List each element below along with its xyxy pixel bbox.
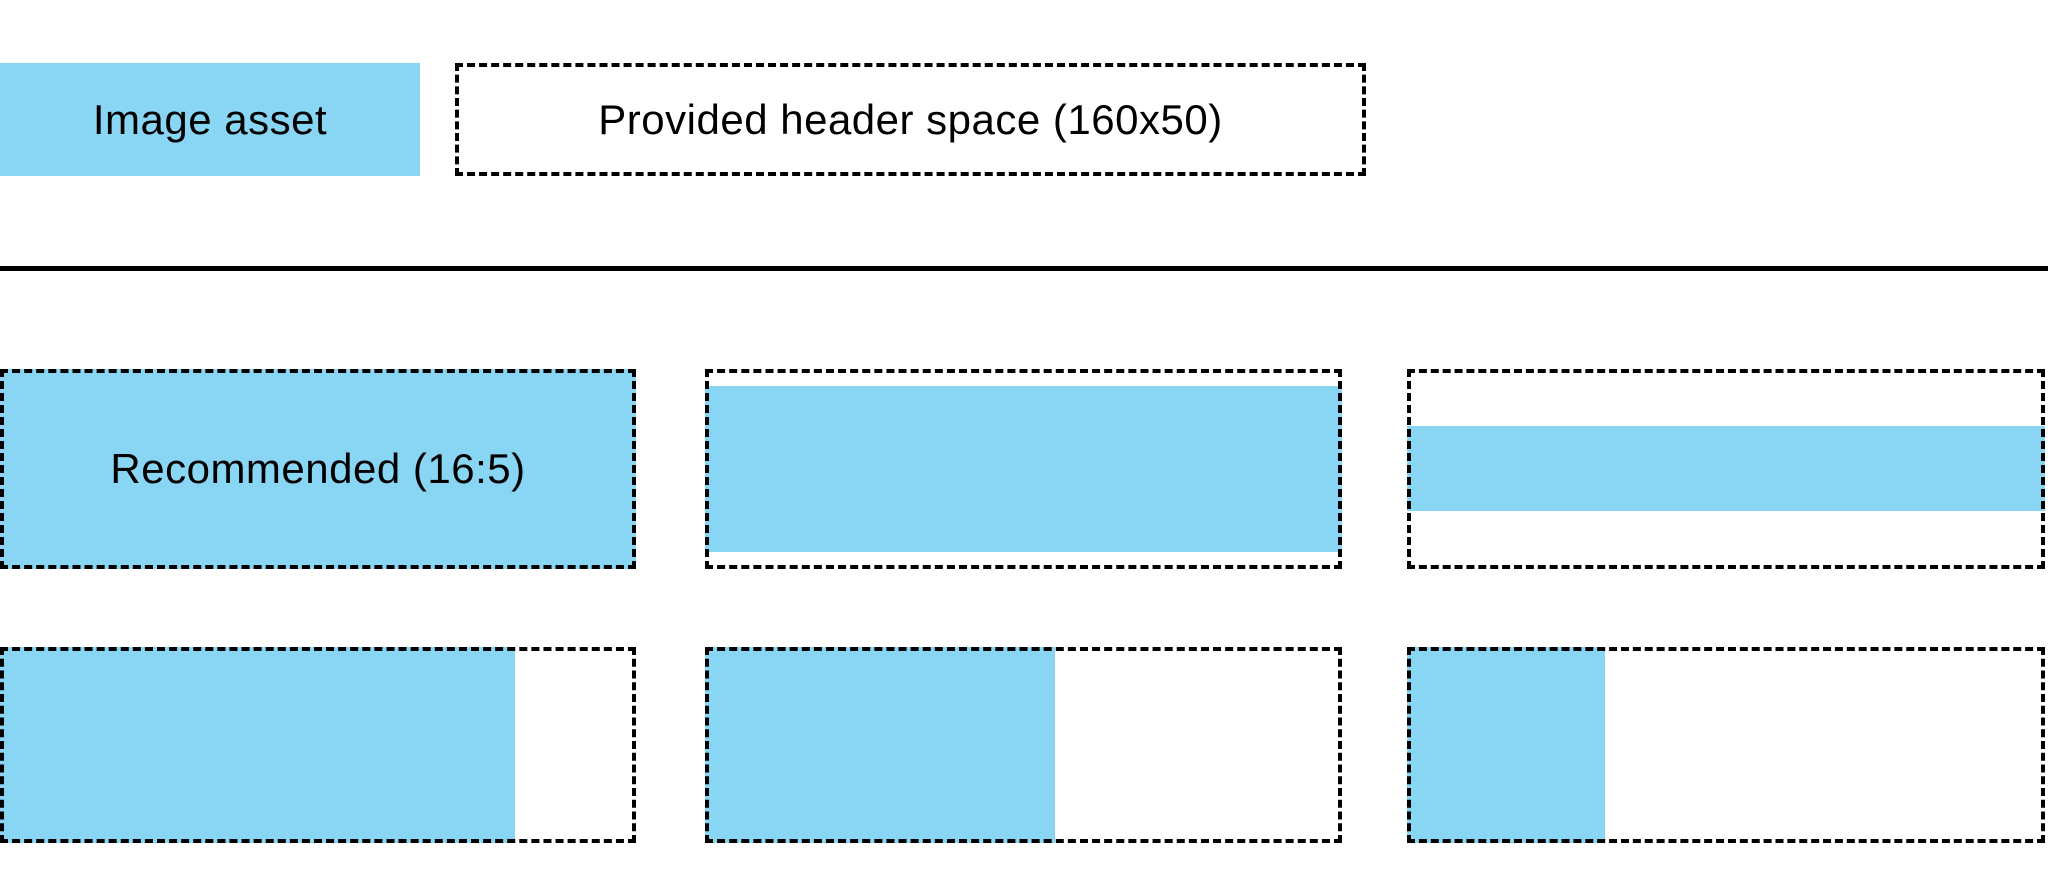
image-asset-fill (0, 647, 516, 843)
image-asset-swatch: Image asset (0, 63, 420, 176)
scaling-example-tall-3 (1407, 647, 2045, 843)
scaling-example-tall-1 (0, 647, 636, 843)
image-asset-fill (1407, 426, 2045, 511)
image-asset-label: Image asset (92, 95, 328, 143)
recommended-label: Recommended (16:5) (110, 445, 526, 492)
section-divider (0, 266, 2048, 271)
image-asset-fill (1407, 647, 1605, 843)
image-asset-fill (0, 369, 636, 569)
provided-header-space-label: Provided header space (160x50) (598, 95, 1223, 143)
scaling-example-tall-2 (705, 647, 1342, 843)
scaling-example-wide (705, 369, 1342, 569)
scaling-example-recommended: Recommended (16:5) (0, 369, 636, 569)
recommended-label-wrap: Recommended (16:5) (0, 369, 636, 569)
image-asset-fill (705, 386, 1342, 552)
provided-header-space-box: Provided header space (160x50) (455, 63, 1366, 176)
image-asset-fill (705, 647, 1056, 843)
scaling-example-extra-wide (1407, 369, 2045, 569)
